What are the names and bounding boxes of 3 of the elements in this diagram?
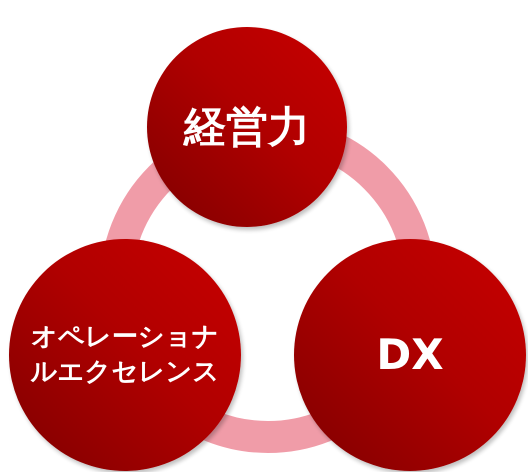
node-label: オペレーショナルエクセレンス xyxy=(30,320,220,389)
node-label: 経営力 xyxy=(184,100,310,153)
node-label: DX xyxy=(376,328,444,381)
